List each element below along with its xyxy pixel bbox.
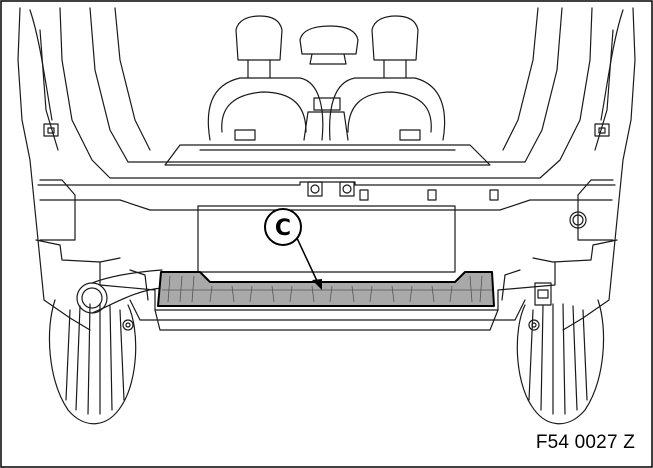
callout-arrowhead (312, 279, 322, 290)
callout-circle (264, 208, 302, 246)
callout-label: C (275, 216, 291, 241)
figure-id-label: F54 0027 Z (535, 432, 635, 453)
highlighted-rear-trim-panel (157, 271, 495, 307)
vehicle-outline (17, 7, 636, 425)
callout-leader-line (295, 235, 319, 284)
callout-c: C (264, 208, 322, 290)
